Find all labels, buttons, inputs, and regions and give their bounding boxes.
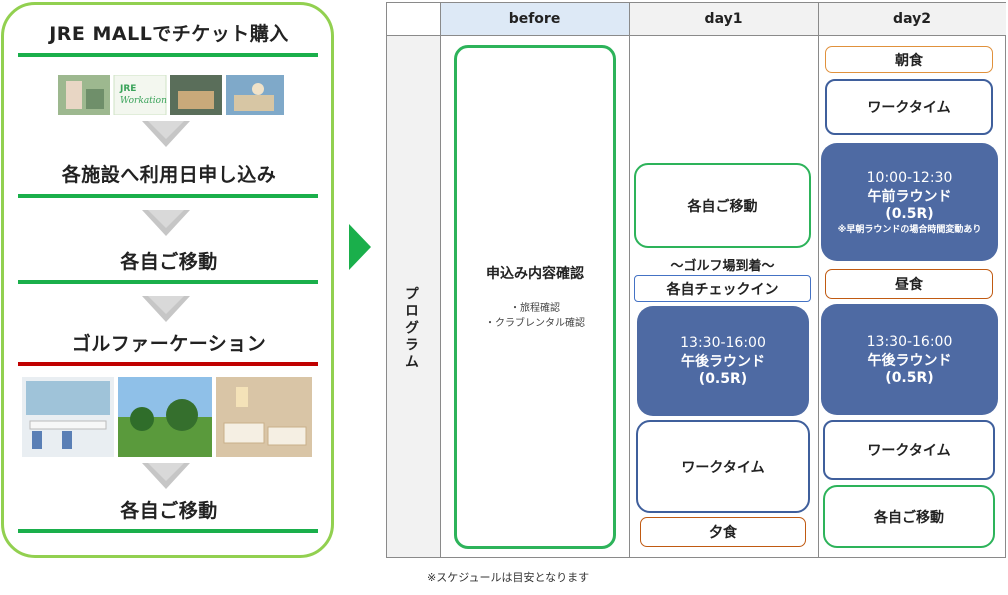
before-note-item: ・旅程確認	[510, 303, 560, 314]
round-amount: (0.5R)	[885, 205, 934, 222]
round-time: 10:00-12:30	[866, 169, 953, 186]
step-move-final: 各自ご移動	[120, 500, 218, 522]
day2-afternoon-round: 13:30-16:00 午後ラウンド (0.5R)	[821, 304, 998, 415]
column-divider	[818, 3, 819, 557]
right-arrow-icon	[349, 224, 371, 270]
step-underline	[18, 280, 318, 284]
header-day1: day1	[629, 3, 818, 36]
flow-panel: JRE MALLでチケット購入 JRE Workation 各施設へ利用日申し込…	[1, 2, 334, 558]
step-underline	[18, 53, 318, 57]
day2-morning-round: 10:00-12:30 午前ラウンド (0.5R) ※早朝ラウンドの場合時間変動…	[821, 143, 998, 261]
step-move: 各自ご移動	[120, 251, 218, 273]
day2-work-box-2: ワークタイム	[823, 420, 995, 480]
down-chevron-icon	[142, 463, 190, 489]
round-name: 午前ラウンド	[867, 188, 952, 205]
column-divider	[629, 3, 630, 557]
step-apply: 各施設へ利用日申し込み	[61, 164, 277, 186]
banner-logo-text: Workation	[120, 96, 167, 106]
row-label-cell: プログラム	[387, 36, 440, 557]
step-underline	[18, 194, 318, 198]
down-chevron-icon	[142, 210, 190, 236]
schedule-table: プログラム before day1 day2 申込み内容確認 ・旅程確認 ・クラ…	[386, 2, 1006, 558]
footnote: ※スケジュールは目安となります	[427, 571, 590, 584]
row-label: プログラム	[403, 286, 419, 371]
day1-move-box: 各自ご移動	[634, 163, 811, 248]
round-name: 午後ラウンド	[681, 354, 765, 370]
resort-photo-strip	[22, 377, 312, 457]
day1-afternoon-round: 13:30-16:00 午後ラウンド (0.5R)	[637, 306, 809, 416]
day2-breakfast-box: 朝食	[825, 46, 993, 73]
down-chevron-icon	[142, 296, 190, 322]
round-amount: (0.5R)	[885, 369, 934, 386]
step-golfercation: ゴルファーケーション	[71, 333, 267, 355]
down-chevron-icon	[142, 121, 190, 147]
before-title: 申込み内容確認	[486, 266, 584, 282]
before-confirm-box: 申込み内容確認 ・旅程確認 ・クラブレンタル確認	[454, 45, 616, 549]
day2-work-box-1: ワークタイム	[825, 79, 993, 135]
day1-checkin-box: 各自チェックイン	[634, 275, 811, 302]
step-purchase: JRE MALLでチケット購入	[49, 23, 289, 45]
header-corner	[387, 3, 440, 36]
day1-work-box: ワークタイム	[636, 420, 810, 513]
step-underline-red	[18, 362, 318, 366]
day2-move-box: 各自ご移動	[823, 485, 995, 548]
day1-arrival-text: ～ゴルフ場到着～	[670, 259, 775, 274]
header-before: before	[440, 3, 629, 36]
day1-dinner-box: 夕食	[640, 517, 806, 547]
column-divider	[440, 3, 441, 557]
step-underline	[18, 529, 318, 533]
before-note-item: ・クラブレンタル確認	[485, 318, 585, 329]
round-amount: (0.5R)	[698, 371, 748, 387]
round-note: ※早朝ラウンドの場合時間変動あり	[837, 224, 982, 235]
before-notes: ・旅程確認 ・クラブレンタル確認	[485, 301, 585, 331]
round-time: 13:30-16:00	[680, 335, 766, 351]
round-time: 13:30-16:00	[866, 333, 953, 350]
round-name: 午後ラウンド	[867, 352, 952, 369]
workation-photo-strip: JRE Workation	[58, 75, 284, 115]
header-day2: day2	[818, 3, 1006, 36]
svg-text:JRE: JRE	[119, 84, 136, 94]
day2-lunch-box: 昼食	[825, 269, 993, 299]
